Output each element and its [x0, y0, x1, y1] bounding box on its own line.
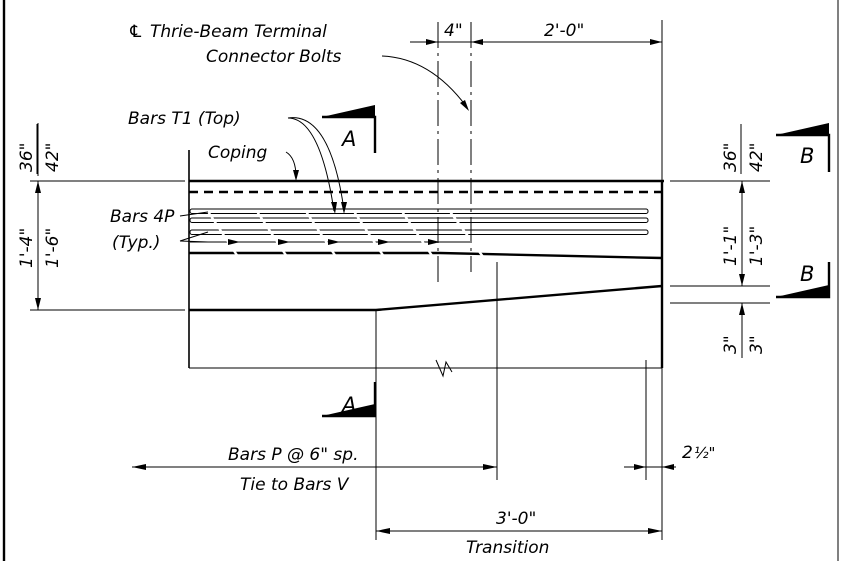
- section-a-bottom-bracket: [322, 382, 377, 418]
- barrier-outline: [188, 150, 664, 378]
- arrowhead: [739, 181, 745, 193]
- arrowhead: [648, 528, 662, 534]
- bottom-dimensions: Bars P @ 6" sp. Tie to Bars V 2 ½" 3'-0"…: [132, 443, 715, 558]
- arrowhead: [132, 464, 146, 470]
- bars-4p-label-line2: (Typ.): [112, 233, 160, 253]
- annotations: ℄ Thrie-Beam Terminal Connector Bolts Ba…: [110, 22, 469, 253]
- dim-2-5in-fraction: ½": [694, 444, 715, 462]
- bar-p-diagonal: [256, 211, 309, 289]
- section-markers: A A B B: [322, 105, 831, 418]
- section-b-top-bracket: [776, 133, 831, 172]
- bars-4p-leader-3: [179, 240, 209, 243]
- bars-4p-leader-2: [179, 231, 209, 242]
- break-symbol: [435, 359, 453, 378]
- top-dimensions: 4" 2'-0": [410, 21, 662, 45]
- arrowhead: [662, 464, 674, 470]
- bar-p-diagonal: [207, 211, 260, 289]
- bars-t1-leader-2: [287, 117, 345, 211]
- section-a-bottom-label: A: [340, 393, 356, 417]
- arrowhead: [634, 464, 646, 470]
- arrowhead: [426, 39, 438, 45]
- left-dimensions: 36" 42" 1'-4" 1'-6": [17, 123, 185, 311]
- dim-2-5in-whole: 2: [682, 443, 693, 463]
- arrowhead: [428, 239, 440, 245]
- centerlines: [375, 20, 663, 540]
- arrowhead: [331, 202, 337, 214]
- dim-3ft: 3'-0": [496, 509, 536, 529]
- tie-label: Tie to Bars V: [240, 475, 350, 495]
- dim-left-42: 42": [43, 143, 63, 172]
- bar-t1-lower: [189, 217, 649, 223]
- bars-4p-leader-1: [179, 211, 209, 217]
- bar-t1-upper: [189, 208, 649, 214]
- section-b-bottom-bracket: [776, 262, 831, 299]
- bars-4p-label-line1: Bars 4P: [110, 207, 175, 227]
- arrowhead: [460, 100, 469, 111]
- section-b-top-label: B: [800, 144, 814, 168]
- connector-label-line1: Thrie-Beam Terminal: [150, 22, 327, 42]
- section-a-bottom-arrow: [322, 404, 375, 416]
- connector-leader: [381, 55, 467, 107]
- coping-label: Coping: [208, 143, 268, 163]
- bar-p-diagonal: [401, 211, 454, 287]
- dim-4in: 4": [444, 21, 463, 41]
- section-a-top-label: A: [340, 127, 356, 151]
- arrowhead: [376, 528, 390, 534]
- bars-p-label: Bars P @ 6" sp.: [228, 445, 358, 465]
- arrowhead: [650, 39, 662, 45]
- bar-p-diagonal: [353, 211, 406, 289]
- dim-right-3b: 3": [747, 335, 767, 354]
- section-b-bottom-arrow: [776, 285, 829, 297]
- section-b-top-arrow: [776, 123, 829, 135]
- arrowhead: [341, 202, 347, 214]
- connector-label-line2: Connector Bolts: [206, 47, 342, 67]
- arrowhead: [739, 274, 745, 286]
- dim-right-36: 36": [721, 143, 741, 172]
- arrowhead: [228, 239, 240, 245]
- dim-2ft: 2'-0": [544, 21, 584, 41]
- dim-right-3a: 3": [721, 335, 741, 354]
- arrowhead: [328, 239, 340, 245]
- arrowhead: [35, 298, 41, 310]
- diagonal-p-bars: [207, 211, 502, 289]
- arrowhead: [293, 170, 299, 181]
- centerline-symbol: ℄: [128, 22, 143, 42]
- section-a-top-arrow: [322, 105, 375, 117]
- arrowhead: [739, 303, 745, 315]
- arrowhead: [483, 464, 497, 470]
- arrowhead: [278, 239, 290, 245]
- bars-t1-leader-1: [287, 117, 335, 212]
- right-dimensions: 36" 42" 1'-1" 1'-3" 3" 3": [670, 124, 770, 358]
- bars-t1-label: Bars T1 (Top): [128, 109, 241, 129]
- section-a-top-bracket: [322, 115, 377, 153]
- bar-p-diagonal: [305, 211, 358, 289]
- transition-label: Transition: [466, 538, 549, 558]
- bar-4p: [189, 229, 649, 235]
- dim-right-1-3: 1'-3": [747, 226, 767, 266]
- dim-left-1-4: 1'-4": [17, 228, 37, 268]
- bar-p-diagonal: [449, 211, 502, 282]
- upper-transition-line: [189, 251, 663, 260]
- dim-left-36: 36": [17, 143, 37, 172]
- dim-left-1-6: 1'-6": [43, 228, 63, 268]
- dim-right-42: 42": [747, 143, 767, 172]
- section-b-bottom-label: B: [800, 262, 814, 286]
- dim-right-1-1: 1'-1": [721, 226, 741, 266]
- arrowhead: [378, 239, 390, 245]
- bar-arrow-marks: [228, 239, 440, 245]
- lower-transition-line: [189, 284, 663, 312]
- arrowhead: [35, 181, 41, 193]
